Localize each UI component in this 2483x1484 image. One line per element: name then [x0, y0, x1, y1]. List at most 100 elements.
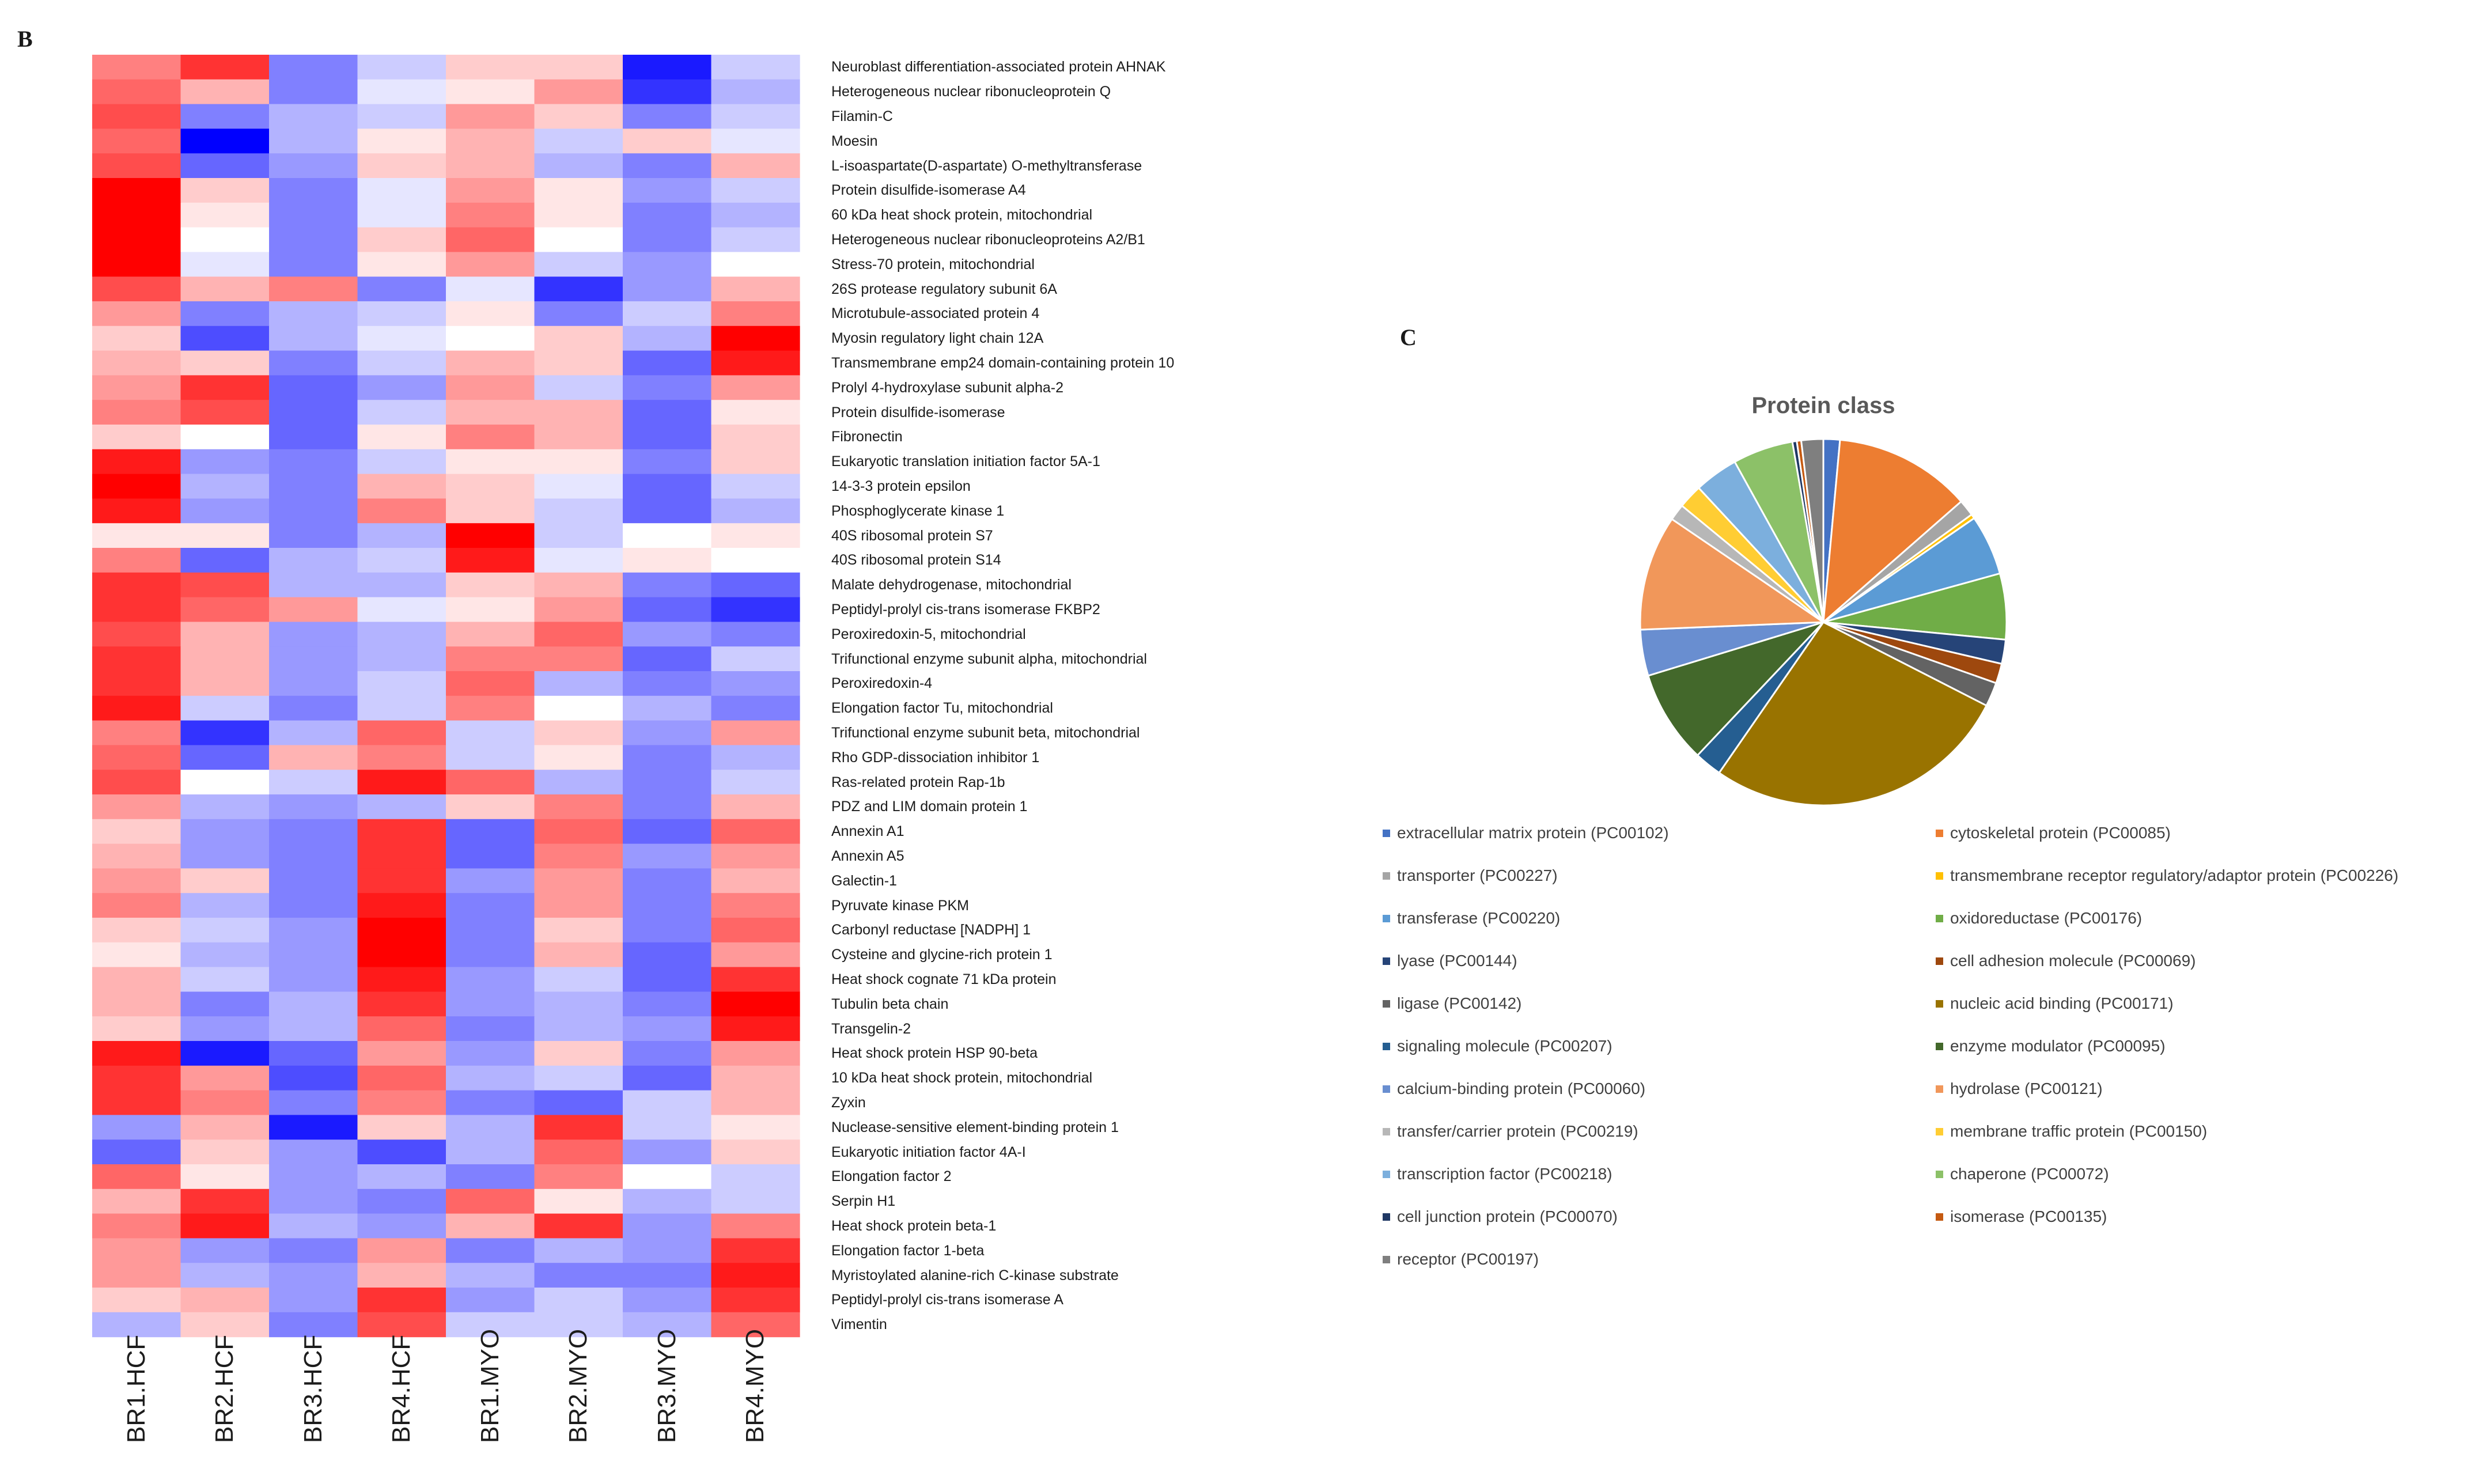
heatmap-cell [92, 1065, 181, 1091]
heatmap-cell [92, 745, 181, 770]
heatmap-cell [180, 695, 270, 721]
heatmap-column-label-text: BR4.MYO [741, 1328, 770, 1443]
heatmap-cell [446, 1188, 535, 1214]
legend-swatch [1383, 872, 1390, 880]
heatmap-cell [92, 942, 181, 968]
heatmap-cell [357, 572, 446, 598]
heatmap-cell [446, 252, 535, 277]
heatmap-cell [623, 843, 712, 869]
heatmap-cell [269, 178, 358, 203]
legend-label: nucleic acid binding (PC00171) [1950, 994, 2174, 1012]
heatmap-cell [534, 375, 623, 400]
legend-label: isomerase (PC00135) [1950, 1207, 2107, 1225]
heatmap-cell [534, 128, 623, 154]
heatmap-cell [92, 1115, 181, 1140]
heatmap-cell [92, 646, 181, 672]
heatmap-cell [357, 1164, 446, 1190]
heatmap-row-label: Ras-related protein Rap-1b [831, 774, 1005, 790]
heatmap-cell [269, 252, 358, 277]
heatmap-cell [623, 572, 712, 598]
heatmap-cell [446, 843, 535, 869]
heatmap-cell [446, 942, 535, 968]
heatmap-cell [711, 918, 800, 943]
heatmap-cell [534, 671, 623, 696]
heatmap-row-label: Myristoylated alanine-rich C-kinase subs… [831, 1267, 1119, 1284]
heatmap-cell [180, 227, 270, 252]
heatmap-cell [446, 794, 535, 820]
heatmap-cell [623, 227, 712, 252]
legend-swatch [1936, 829, 1943, 837]
heatmap-cell [623, 770, 712, 795]
heatmap-row-label: Vimentin [831, 1316, 887, 1333]
heatmap-cell [623, 55, 712, 80]
heatmap-cell [446, 178, 535, 203]
panel-c-letter: C [1400, 324, 1417, 350]
heatmap-cell [180, 1288, 270, 1313]
heatmap-cell [92, 770, 181, 795]
heatmap-cell [534, 425, 623, 450]
heatmap-cell [269, 104, 358, 129]
heatmap-cell [357, 301, 446, 327]
heatmap-row-label: Filamin-C [831, 108, 893, 124]
heatmap-cell [180, 425, 270, 450]
heatmap-cell [92, 868, 181, 894]
heatmap-cell [446, 1263, 535, 1288]
heatmap-cell [534, 498, 623, 524]
heatmap-cell [269, 745, 358, 770]
heatmap-cell [623, 425, 712, 450]
heatmap-column-label-text: BR2.MYO [564, 1328, 593, 1443]
heatmap-cell [711, 1288, 800, 1313]
heatmap-cell [180, 1065, 270, 1091]
heatmap-cell [92, 720, 181, 745]
heatmap-column-label: BR1.MYO [474, 1329, 506, 1472]
heatmap-cell [446, 277, 535, 302]
heatmap-row-label: 40S ribosomal protein S14 [831, 552, 1001, 569]
heatmap-cell [180, 301, 270, 327]
heatmap-cell [92, 597, 181, 622]
legend-label: transmembrane receptor regulatory/adapto… [1950, 866, 2399, 884]
heatmap-row-label: Protein disulfide-isomerase [831, 404, 1005, 421]
heatmap-cell [534, 548, 623, 573]
heatmap-cell [534, 449, 623, 475]
heatmap-cell [180, 868, 270, 894]
heatmap-cell [180, 178, 270, 203]
heatmap-cell [534, 843, 623, 869]
heatmap-cell [623, 277, 712, 302]
heatmap-cell [623, 942, 712, 968]
heatmap-cell [534, 1164, 623, 1190]
heatmap-column-label: BR1.HCF [120, 1335, 153, 1472]
heatmap-cell [446, 498, 535, 524]
legend-item: cell junction protein (PC00070) [1383, 1207, 1618, 1226]
heatmap-cell [446, 1140, 535, 1165]
heatmap-cell [269, 770, 358, 795]
heatmap-cell [269, 202, 358, 228]
heatmap-cell [92, 1041, 181, 1066]
heatmap-cell [623, 671, 712, 696]
heatmap-cell [269, 1238, 358, 1263]
heatmap-cell [357, 523, 446, 548]
heatmap-column-label-text: BR3.MYO [652, 1328, 681, 1443]
legend-label: lyase (PC00144) [1397, 952, 1517, 970]
heatmap-cell [711, 671, 800, 696]
heatmap-cell [269, 868, 358, 894]
heatmap-cell [92, 55, 181, 80]
legend-item: receptor (PC00197) [1383, 1250, 1539, 1269]
heatmap-cell [623, 350, 712, 376]
heatmap-cell [269, 325, 358, 351]
heatmap-cell [269, 942, 358, 968]
heatmap-cell [711, 893, 800, 918]
legend-label: oxidoreductase (PC00176) [1950, 909, 2143, 927]
heatmap-cell [357, 597, 446, 622]
heatmap-cell [92, 819, 181, 845]
heatmap-row-label: Peroxiredoxin-4 [831, 675, 933, 692]
heatmap-cell [711, 55, 800, 80]
heatmap-cell [357, 1263, 446, 1288]
heatmap-row-label: Neuroblast differentiation-associated pr… [831, 59, 1166, 75]
heatmap-column-label-text: BR1.MYO [475, 1328, 504, 1443]
heatmap-column-label-text: BR3.HCF [298, 1334, 327, 1443]
heatmap-row-label: PDZ and LIM domain protein 1 [831, 798, 1028, 815]
heatmap-cell [357, 498, 446, 524]
heatmap-cell [534, 794, 623, 820]
heatmap-row-label: Myosin regulatory light chain 12A [831, 330, 1044, 347]
heatmap-cell [534, 868, 623, 894]
